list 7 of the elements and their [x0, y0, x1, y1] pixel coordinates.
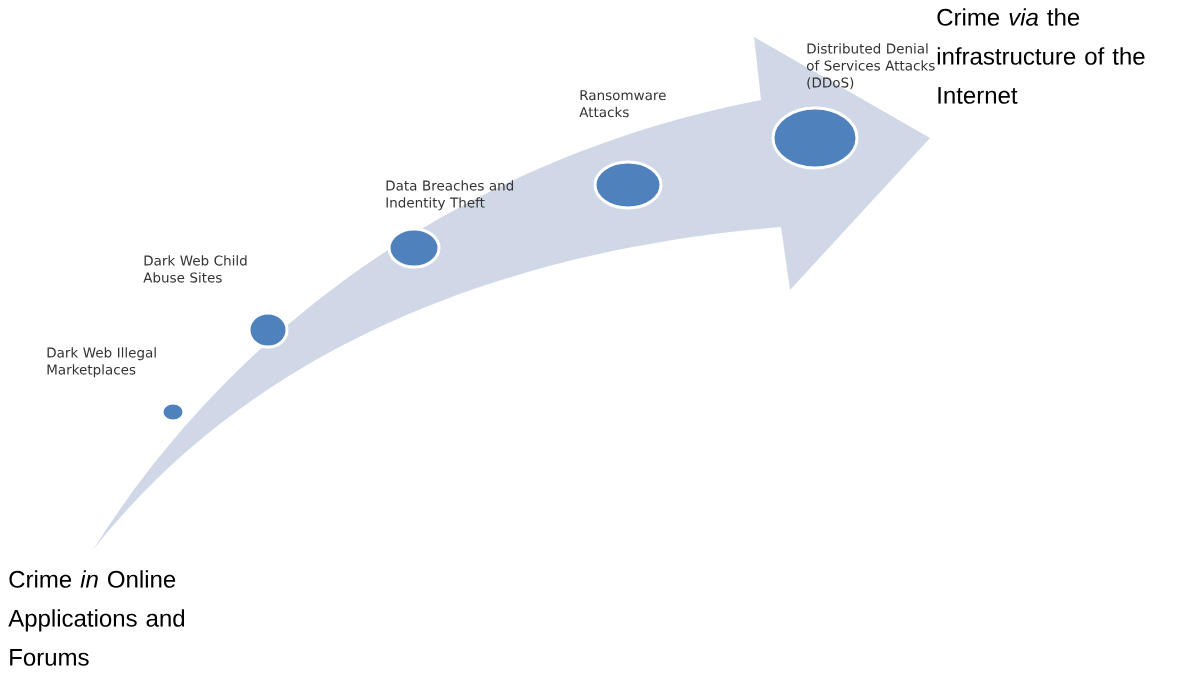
milestone-label: Ransomware Attacks — [579, 90, 666, 118]
stage-label: Crime in Online Applications and Forums — [8, 570, 185, 666]
milestone-label: Dark Web Child Abuse Sites — [143, 255, 247, 283]
milestone-label: Distributed Denial of Services Attacks (DDoS) — [806, 43, 935, 90]
milestone-label: Dark Web Illegal Marketplaces — [47, 347, 156, 378]
milestone-label: Data Breaches and Indentity Theft — [386, 180, 513, 211]
stage-label: Crime via the infrastructure of the Internet — [937, 8, 1145, 104]
